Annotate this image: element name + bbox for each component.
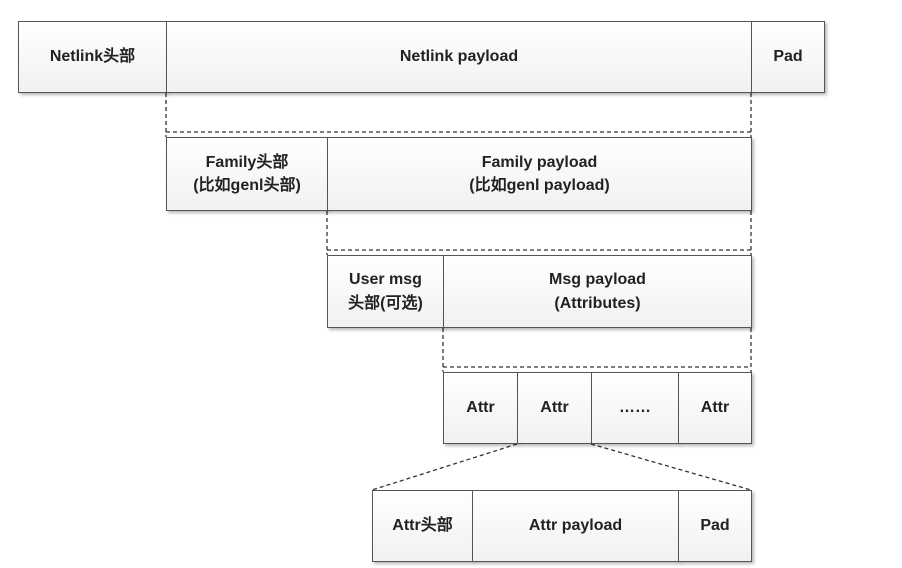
- connector-line: [371, 443, 518, 491]
- family-header-box: Family头部 (比如genl头部): [166, 137, 328, 211]
- attr-box-1: Attr: [443, 372, 518, 444]
- attr-pad-label: Pad: [700, 517, 730, 535]
- attr-ellipsis-label: ……: [619, 399, 651, 417]
- msg-payload-box: Msg payload (Attributes): [443, 255, 752, 328]
- attr-header-label: Attr头部: [392, 517, 453, 535]
- attr-payload-label: Attr payload: [528, 517, 623, 535]
- attr-label: Attr: [700, 399, 730, 417]
- netlink-header-box: Netlink头部: [18, 21, 167, 93]
- netlink-pad-label: Pad: [773, 48, 803, 66]
- user-msg-header-box: User msg 头部(可选): [327, 255, 444, 328]
- user-msg-header-label: User msg 头部(可选): [348, 271, 423, 312]
- attr-pad-box: Pad: [678, 490, 752, 562]
- family-header-label: Family头部 (比如genl头部): [193, 153, 301, 194]
- netlink-pad-box: Pad: [751, 21, 825, 93]
- msg-payload-label: Msg payload (Attributes): [549, 271, 646, 312]
- attr-header-box: Attr头部: [372, 490, 473, 562]
- family-payload-label: Family payload (比如genl payload): [469, 153, 610, 194]
- netlink-header-label: Netlink头部: [49, 48, 136, 66]
- attr-box-2: Attr: [517, 372, 592, 444]
- attr-payload-box: Attr payload: [472, 490, 679, 562]
- attr-label: Attr: [466, 399, 495, 417]
- connector-line: [590, 443, 752, 491]
- attr-ellipsis-box: ……: [591, 372, 679, 444]
- netlink-payload-box: Netlink payload: [166, 21, 752, 93]
- netlink-payload-label: Netlink payload: [399, 48, 519, 66]
- attr-label: Attr: [540, 399, 569, 417]
- attr-box-3: Attr: [678, 372, 752, 444]
- family-payload-box: Family payload (比如genl payload): [327, 137, 752, 211]
